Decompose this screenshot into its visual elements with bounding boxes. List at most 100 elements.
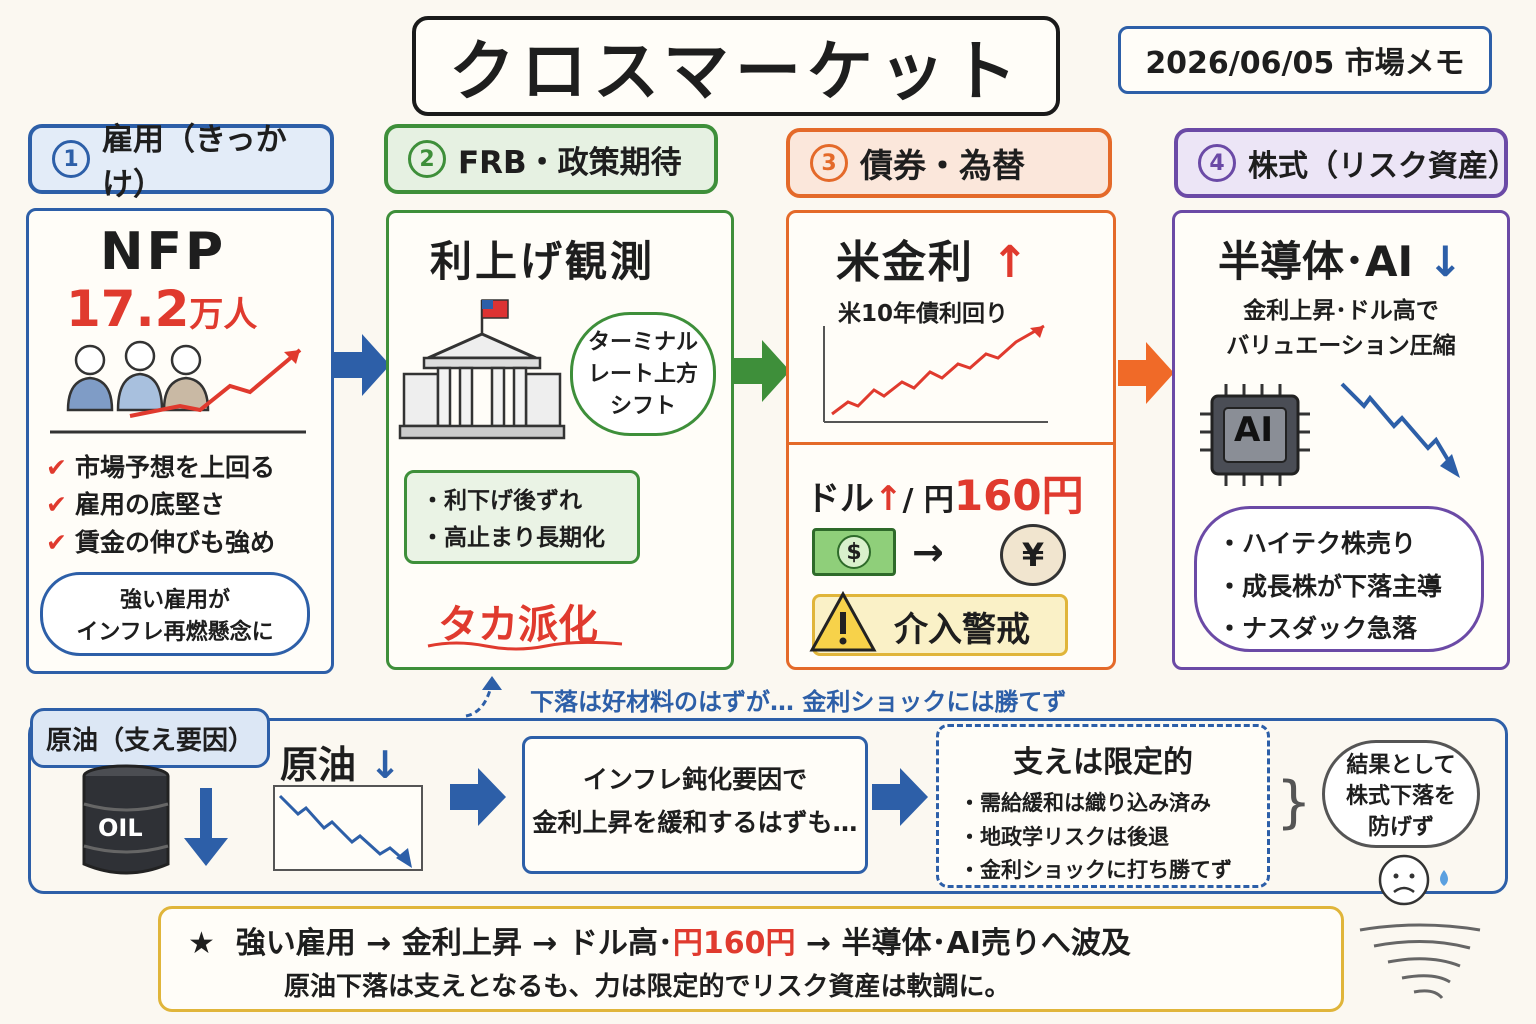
- oil-barrel-label: OIL: [98, 814, 143, 842]
- terminal-rate-bubble: ターミナル レート上方 シフト: [570, 312, 716, 436]
- cloud-line: ・ナスダック急落: [1217, 614, 1418, 643]
- flow-arrow-oil-1: [450, 768, 506, 826]
- ai-chip-icon: [1200, 384, 1310, 486]
- yield-line: [831, 324, 1045, 416]
- wind-swirl-icon: [1359, 923, 1481, 1000]
- column-header-bonds-fx: 3 債券・為替: [786, 128, 1112, 198]
- step-number-3: 3: [810, 144, 848, 182]
- growth-arrow: [129, 348, 302, 418]
- cloud-line: インフレ再燃懸念に: [76, 619, 274, 645]
- check-item: 賃金の伸びも強め: [74, 527, 275, 557]
- brace-icon: }: [1276, 770, 1312, 835]
- description-line: バリュエーション圧縮: [1226, 332, 1456, 359]
- equities-heading-text: 半導体･AI: [1218, 237, 1414, 286]
- oil-down-arrow: [184, 788, 228, 866]
- rates-subtitle: 米10年債利回り: [838, 301, 1009, 327]
- column-header-fed: 2 FRB・政策期待: [384, 124, 718, 194]
- bubble-line: レート上方: [587, 361, 698, 387]
- employment-cloud: 強い雇用が インフレ再燃懸念に: [40, 572, 310, 656]
- cloud-line: 強い雇用が: [119, 588, 230, 613]
- oil-chart-heading: 原油 ↓: [280, 734, 401, 789]
- up-arrow-icon: ↑: [874, 479, 903, 519]
- summary-chain-highlight: 円160円: [672, 926, 796, 961]
- nfp-unit: 万人: [189, 295, 258, 335]
- worker-icon-2: [116, 340, 164, 412]
- workers-illustration: [50, 340, 306, 434]
- summary-line-1: ★ 強い雇用 → 金利上昇 → ドル高･円160円 → 半導体･AI売りへ波及: [188, 918, 1131, 962]
- result-line: 防げず: [1367, 814, 1434, 840]
- equities-cloud: ・ハイテク株売り ・成長株が下落主導 ・ナスダック急落: [1194, 506, 1484, 652]
- fed-bullet-box: ・利下げ後ずれ ・高止まり長期化: [404, 470, 640, 564]
- flow-arrow-3: [1118, 342, 1174, 404]
- result-cloud: 結果として 株式下落を 防げず: [1322, 740, 1480, 848]
- rates-heading-text: 米金利: [836, 237, 974, 288]
- warning-icon: [809, 590, 877, 652]
- rates-heading: 米金利 ↑: [836, 226, 1030, 290]
- fx-value: 160円: [953, 471, 1084, 520]
- yield-chart: [823, 324, 1048, 423]
- connector-arrow: [465, 676, 502, 718]
- right-arrow-icon: →: [912, 530, 944, 574]
- connector-note: 下落は好材料のはずが… 金利ショックには勝てず: [522, 682, 1075, 717]
- date-label: 2026/06/05 市場メモ: [1118, 26, 1492, 94]
- panel-divider: [786, 442, 1116, 445]
- limited-support-item: ・需給緩和は織り込み済み: [959, 791, 1211, 815]
- cloud-line: ・ハイテク株売り: [1217, 529, 1417, 558]
- check-item: 市場予想を上回る: [74, 453, 275, 482]
- step-number-2: 2: [408, 140, 446, 178]
- nfp-figure: 17.2万人: [66, 280, 257, 338]
- limited-support-box: 支えは限定的 ・需給緩和は織り込み済み ・地政学リスクは後退 ・金利ショックに打…: [936, 724, 1270, 888]
- fx-prefix: ドル: [806, 479, 874, 519]
- intervention-warning-label: 介入警戒: [894, 610, 1030, 650]
- fed-building-icon: [398, 299, 566, 440]
- step-number-4: 4: [1198, 144, 1236, 182]
- fx-heading: ドル↑/ 円160円: [806, 462, 1084, 523]
- cloud-line: ・成長株が下落主導: [1217, 571, 1443, 601]
- column-header-label: FRB・政策期待: [458, 144, 682, 181]
- bonds-fx-panel: [786, 210, 1116, 670]
- oil-price-line: [278, 794, 405, 862]
- result-line: 株式下落を: [1345, 783, 1456, 809]
- bubble-line: ターミナル: [587, 330, 698, 355]
- yen-coin-icon: ¥: [1000, 524, 1066, 586]
- summary-line-2: 原油下落は支えとなるも、力は限定的でリスク資産は軟調に。: [284, 972, 1011, 1002]
- falling-stock-arrow: [1340, 382, 1460, 478]
- nfp-value: 17.2: [66, 280, 190, 338]
- oil-effect-box: インフレ鈍化要因で 金利上昇を緩和するはずも…: [522, 736, 868, 874]
- check-icon: ✔: [46, 527, 67, 557]
- worker-icon-3: [162, 344, 210, 412]
- star-icon: ★: [188, 926, 215, 961]
- column-header-equities: 4 株式（リスク資産）: [1174, 128, 1518, 198]
- equities-description: 金利上昇･ドル高で バリュエーション圧縮: [1196, 294, 1486, 363]
- page-title: クロスマーケット: [448, 33, 1024, 110]
- description-line: 金利上昇･ドル高で: [1243, 298, 1439, 324]
- summary-chain-a: 強い雇用 → 金利上昇 → ドル高･: [235, 926, 673, 961]
- fx-mid: / 円: [902, 483, 954, 518]
- result-line: 結果として: [1346, 753, 1456, 778]
- bullet-item: ・利下げ後ずれ: [421, 488, 582, 514]
- limited-support-item: ・金利ショックに打ち勝てず: [959, 858, 1232, 883]
- bullet-item: ・高止まり長期化: [421, 524, 605, 551]
- down-arrow-icon: ↓: [1413, 237, 1463, 286]
- column-header-label: 雇用（きっかけ）: [102, 122, 287, 203]
- limited-support-item: ・地政学リスクは後退: [959, 824, 1169, 849]
- summary-box: [158, 906, 1344, 1012]
- summary-chain-b: → 半導体･AI売りへ波及: [805, 926, 1131, 961]
- oil-price-chart: [273, 785, 423, 871]
- check-item: 雇用の底堅さ: [74, 490, 225, 520]
- oil-chart-label: 原油: [280, 743, 357, 787]
- flow-arrow-oil-2: [872, 768, 928, 826]
- fed-heading: 利上げ観測: [430, 237, 656, 286]
- column-header-employment: 1 雇用（きっかけ）: [28, 122, 334, 203]
- hawkish-underline: [427, 640, 623, 651]
- equities-heading: 半導体･AI ↓: [1218, 228, 1463, 289]
- nfp-heading: NFP: [100, 222, 227, 282]
- title-box: クロスマーケット: [412, 16, 1060, 116]
- employment-checklist: ✔市場予想を上回る ✔雇用の底堅さ ✔賃金の伸びも強め: [46, 452, 275, 558]
- flow-arrow-2: [734, 340, 790, 402]
- up-arrow-icon: ↑: [974, 237, 1031, 288]
- oil-effect-line: インフレ鈍化要因で: [582, 765, 808, 794]
- oil-section-header: 原油（支え要因）: [30, 708, 270, 768]
- oil-section-frame: [28, 718, 1508, 894]
- check-icon: ✔: [46, 490, 67, 520]
